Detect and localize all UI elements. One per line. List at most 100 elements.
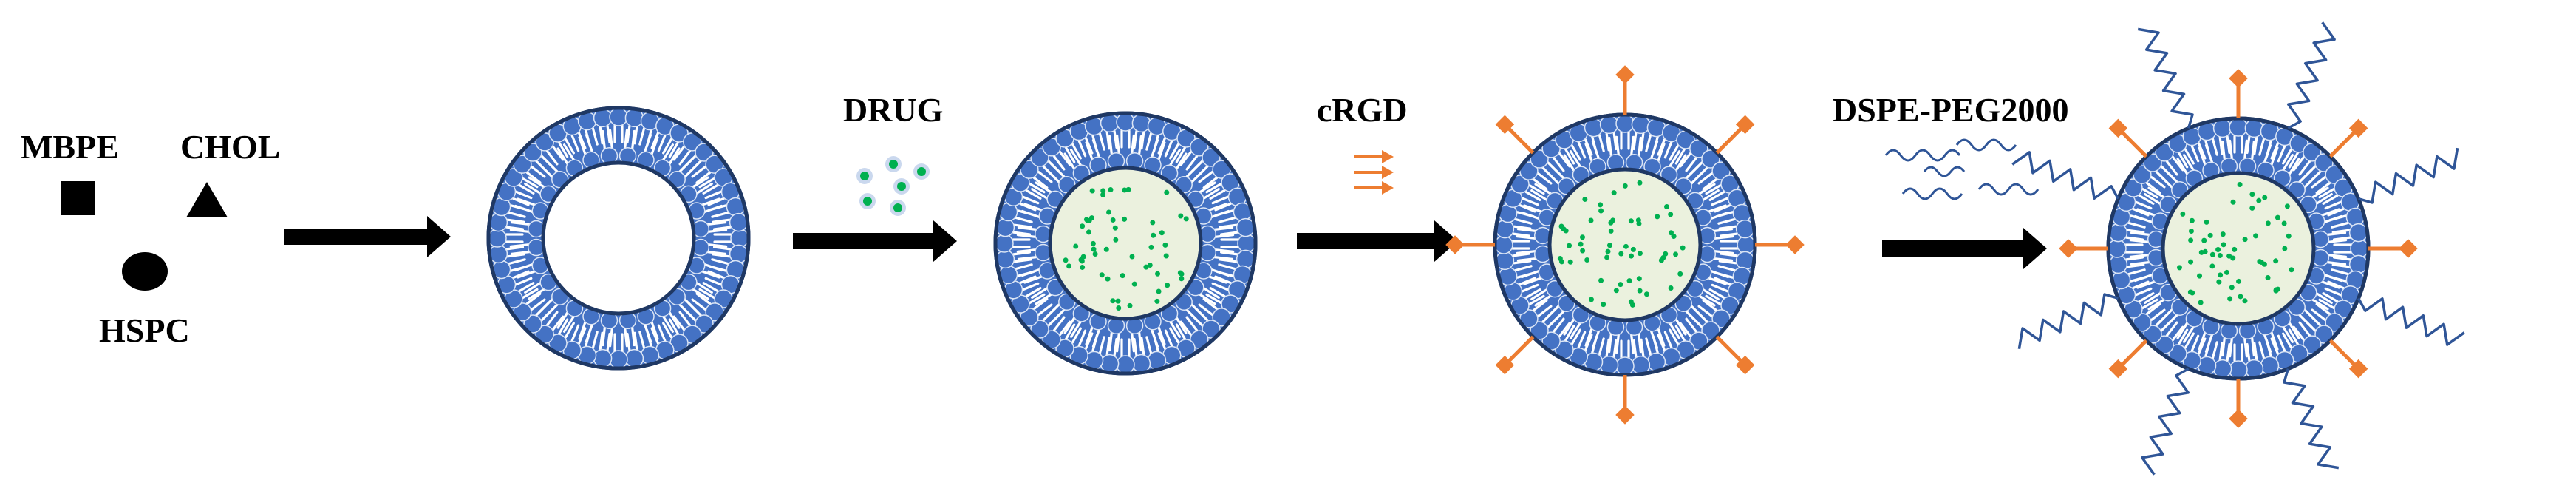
lipid-tail — [2288, 152, 2299, 169]
lipid-tail — [2322, 292, 2339, 303]
lipid-tail — [512, 197, 530, 206]
encapsulated-drug — [2281, 220, 2287, 226]
lipid-tail — [2315, 192, 2333, 205]
encapsulated-drug — [2180, 211, 2186, 217]
lipid-tail — [2320, 280, 2340, 289]
lipid-tail — [2221, 140, 2226, 160]
encapsulated-drug — [1582, 196, 1588, 202]
drug-particle — [917, 167, 926, 176]
lipid-tail — [1711, 283, 1729, 293]
encapsulated-drug — [1663, 251, 1669, 257]
lipid-tail — [2251, 337, 2255, 357]
lipid-tail — [1685, 164, 1700, 180]
lipid-tail — [2303, 173, 2319, 189]
encapsulated-drug — [1605, 248, 1611, 254]
encapsulated-drug — [2198, 249, 2204, 255]
lipid-tail — [1063, 317, 1076, 334]
lipid-tail — [577, 327, 587, 345]
encapsulated-drug — [1668, 230, 1674, 236]
lipid-tail — [1552, 156, 1565, 172]
encapsulated-drug — [1131, 281, 1137, 287]
drug-particle — [897, 182, 906, 191]
crgd-label: cRGD — [1317, 91, 1408, 129]
lipid-tail — [1608, 333, 1612, 354]
encapsulated-drug — [2284, 203, 2290, 209]
lipid-tail — [1157, 332, 1167, 350]
lipid-tail — [2323, 214, 2343, 224]
lipid-tail — [1085, 141, 1094, 161]
encapsulated-drug — [2242, 237, 2248, 243]
lipid-tail — [2133, 214, 2153, 224]
lipid-tail — [1218, 216, 1236, 223]
lipid-tail — [2184, 148, 2195, 165]
crgd-ligand-head — [1615, 405, 1635, 425]
chol-label: CHOL — [180, 128, 281, 166]
encapsulated-drug — [2256, 197, 2262, 203]
lipid-head — [2350, 239, 2369, 258]
encapsulated-drug — [1567, 243, 1572, 248]
lipid-tail — [2326, 231, 2347, 236]
lipid-tail — [1175, 152, 1188, 170]
lipid-tail — [1116, 134, 1120, 155]
lipid-tail — [704, 190, 723, 200]
lipid-tail — [1713, 228, 1734, 232]
encapsulated-drug — [1120, 273, 1125, 279]
encapsulated-drug — [2227, 296, 2233, 302]
lipid-tail — [1069, 320, 1082, 338]
lipid-tail — [1019, 275, 1037, 285]
encapsulated-drug — [1151, 232, 1156, 238]
lipid-tail — [2277, 334, 2286, 353]
lipid-tail — [695, 182, 713, 195]
lipid-tail — [1031, 187, 1049, 200]
process-arrows — [284, 216, 2047, 269]
lipid-tail — [1169, 149, 1182, 166]
lipid-tail — [1012, 231, 1032, 236]
lipid-tail — [1514, 265, 1533, 272]
encapsulated-drug — [2261, 261, 2267, 267]
lipid-tail — [1707, 204, 1727, 213]
lipid-tail — [1098, 132, 1105, 151]
crgd-ligand — [2328, 131, 2356, 158]
lipid-tail — [2129, 239, 2150, 243]
lipid-tail — [2282, 154, 2294, 172]
lipid-tail — [1017, 256, 1037, 260]
lipid-tail — [514, 263, 534, 272]
lipid-tail — [1630, 334, 1635, 354]
lipid-tail — [1207, 275, 1227, 284]
lipid-tail — [657, 324, 667, 342]
lipid-tail — [1564, 325, 1575, 342]
lipid-tail — [1532, 299, 1548, 312]
encapsulated-drug — [1178, 213, 1184, 219]
lipid-tail — [2243, 139, 2248, 160]
lipid-tail — [509, 243, 530, 248]
lipid-tail — [1516, 250, 1536, 254]
lipid-tail — [1710, 211, 1730, 220]
lipid-tail — [2158, 308, 2173, 324]
lipid-tail — [703, 204, 723, 214]
lipid-tail — [1577, 141, 1587, 159]
lipid-tail — [1219, 258, 1238, 263]
lipid-tail — [1524, 190, 1541, 201]
lipid-tail — [609, 129, 613, 149]
encapsulated-drug — [2215, 246, 2221, 252]
lipid-tail — [668, 147, 681, 165]
lipid-tail — [662, 138, 673, 155]
lipid-tail — [1516, 235, 1536, 240]
lipid-head — [2143, 325, 2162, 344]
lipid-head — [488, 229, 507, 248]
lipid-tail — [1713, 257, 1734, 262]
lipid-tail — [2229, 139, 2233, 160]
lipid-tail — [695, 171, 712, 184]
encapsulated-drug — [2188, 237, 2194, 243]
lipid-tail — [2270, 142, 2280, 160]
lipid-tail — [1569, 150, 1581, 168]
lipid-tail — [2331, 221, 2349, 229]
encapsulated-drug — [1622, 183, 1628, 189]
lipid-tail — [678, 158, 694, 173]
lipid-tail — [1577, 331, 1587, 349]
lipid-tail — [2320, 208, 2340, 217]
lipid-tail — [2253, 342, 2258, 361]
lipid-tail — [1632, 132, 1638, 151]
crgd-ligand-head — [2229, 409, 2248, 428]
lipid-tail — [2288, 322, 2300, 339]
